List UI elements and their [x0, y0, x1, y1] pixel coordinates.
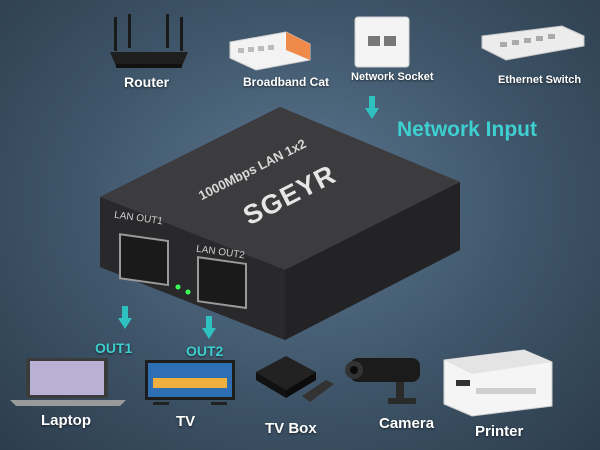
ethernet-switch-image	[481, 25, 585, 61]
lan-splitter-device	[100, 107, 460, 340]
camera-label: Camera	[379, 415, 435, 432]
printer-label: Printer	[475, 423, 524, 440]
tv-label: TV	[176, 413, 196, 430]
network-input-arrow	[365, 96, 379, 120]
laptop-label: Laptop	[41, 412, 91, 429]
tv-box-image	[256, 356, 334, 402]
router-label: Router	[124, 74, 170, 90]
out2-arrow	[202, 316, 216, 340]
network-socket-image	[354, 16, 410, 68]
camera-image	[345, 358, 420, 404]
out2-label: OUT2	[186, 343, 224, 359]
network-input-label: Network Input	[397, 118, 537, 141]
out1-label: OUT1	[95, 340, 133, 356]
ethernet-switch-label: Ethernet Switch	[498, 74, 582, 86]
router-image	[110, 14, 188, 68]
broadband-cat-label: Broadband Cat	[243, 75, 330, 89]
broadband-cat-image	[229, 31, 311, 71]
network-socket-label: Network Socket	[351, 71, 434, 83]
out1-arrow	[118, 306, 132, 330]
tv-box-label: TV Box	[265, 420, 317, 437]
laptop-image	[10, 358, 126, 406]
printer-image	[443, 349, 553, 417]
tv-image	[145, 360, 235, 405]
